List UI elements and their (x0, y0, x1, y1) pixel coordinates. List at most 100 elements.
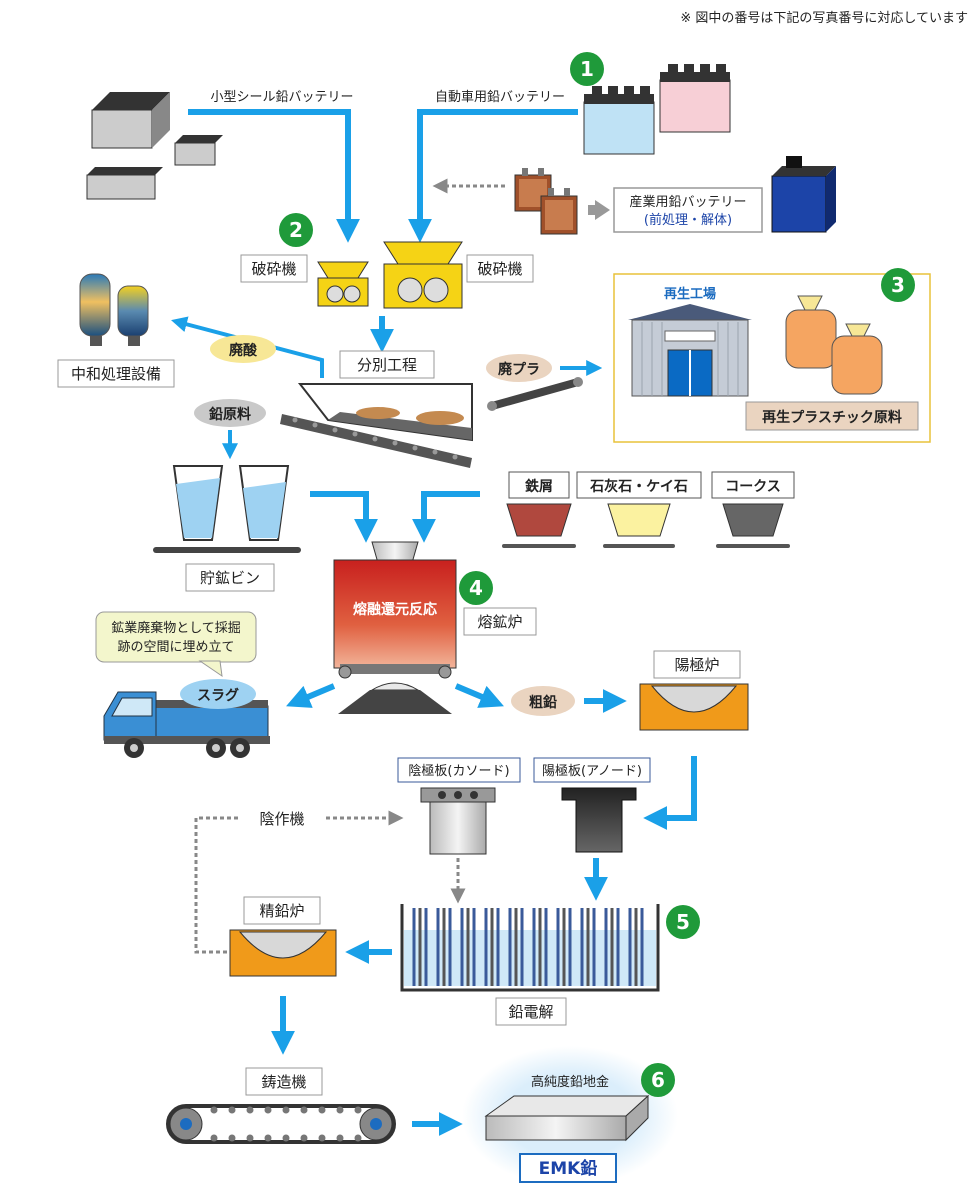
crusher-right-icon (383, 241, 463, 309)
factory-icon (628, 304, 752, 397)
smelter-box (463, 607, 537, 636)
smelt-reaction-label: 熔融還元反応 (353, 601, 437, 618)
crusher-left-label: 破砕機 (251, 260, 296, 278)
arrow-car-battery (408, 109, 578, 243)
svg-text:2: 2 (289, 218, 303, 242)
smelter-label: 熔鉱炉 (477, 613, 522, 631)
waste-acid-pill (210, 335, 276, 363)
car-battery-label: 自動車用鉛バッテリー (435, 90, 565, 105)
iron-hopper-icon (506, 503, 572, 537)
badge-1: 1 (570, 52, 604, 86)
coke-hopper-icon (722, 503, 784, 537)
limestone-hopper-icon (607, 503, 671, 537)
crude-lead-pill (511, 686, 575, 716)
battery-cells-icon (514, 168, 578, 235)
anode-furnace-icon (639, 683, 749, 731)
plastic-bags-icon (785, 295, 883, 395)
crusher-left-icon (317, 261, 369, 307)
landfill-bubble (95, 611, 257, 678)
coke-label: コークス (725, 479, 781, 495)
industrial-battery-sublabel: (前処理・解体) (644, 212, 732, 228)
waste-plastic-pill (486, 354, 552, 382)
svg-text:1: 1 (580, 57, 594, 81)
separation-tank-icon (280, 383, 473, 468)
badge-4: 4 (459, 571, 493, 605)
svg-text:6: 6 (651, 1068, 665, 1092)
badge-5: 5 (666, 905, 700, 939)
ore-bins-icon (153, 465, 301, 553)
casting-box (245, 1067, 323, 1096)
ingot-icon (484, 1094, 650, 1142)
refine-furnace-label: 精鉛炉 (259, 902, 304, 920)
crusher-left-box (240, 254, 308, 283)
refine-furnace-box (243, 896, 321, 925)
casting-conveyor-icon (166, 1104, 396, 1144)
arrow-to-anode (643, 756, 697, 830)
recycled-plastic-label: 再生プラスチック原料 (762, 409, 902, 426)
lead-raw-pill (194, 399, 266, 427)
lead-raw-label: 鉛原料 (209, 406, 251, 423)
industrial-battery-label: 産業用鉛バッテリー (629, 194, 746, 210)
recycled-plastic-box (745, 401, 919, 431)
arrow-small-battery (188, 109, 360, 243)
refine-furnace-icon (229, 929, 337, 977)
landfill-label-1: 鉱業廃棄物として採掘 (111, 620, 241, 636)
slag-label: スラグ (197, 687, 239, 704)
separation-label: 分別工程 (357, 356, 417, 374)
cathode-plate-icon (420, 787, 496, 855)
svg-text:4: 4 (469, 576, 483, 600)
anode-plate-icon (561, 787, 637, 853)
small-battery-icon (86, 92, 223, 200)
dotted-return-line (194, 816, 238, 954)
iron-box (508, 471, 570, 499)
waste-acid-label: 廃酸 (229, 342, 258, 359)
ore-bin-box (185, 563, 275, 592)
anode-furnace-label: 陽極炉 (674, 656, 719, 674)
arrow-crude-lead-out (454, 683, 504, 708)
arrow-waste-acid (171, 316, 324, 378)
svg-text:5: 5 (676, 910, 690, 934)
landfill-label-2: 跡の空間に埋め立て (117, 639, 234, 655)
recycle-plant-label: 再生工場 (664, 286, 716, 302)
badge-3: 3 (881, 268, 915, 302)
limestone-box (576, 471, 702, 499)
product-label: EMK鉛 (539, 1158, 598, 1179)
industrial-battery-box (613, 187, 763, 233)
small-battery-label: 小型シール鉛バッテリー (210, 90, 353, 105)
separation-box (339, 350, 435, 379)
smelter-icon (333, 541, 457, 714)
electrolysis-label: 鉛電解 (508, 1003, 553, 1021)
ingot-label: 高純度鉛地金 (531, 1074, 609, 1090)
badge-2: 2 (279, 213, 313, 247)
waste-plastic-label: 廃プラ (498, 361, 540, 378)
iron-label: 鉄屑 (525, 478, 553, 495)
anode-label: 陽極板(アノード) (542, 763, 642, 779)
dump-truck-icon (103, 691, 270, 758)
gray-arrow-icon (588, 200, 610, 220)
anode-furnace-box (653, 650, 741, 679)
anode-box (533, 757, 651, 783)
electrolysis-tank-icon (400, 904, 660, 992)
neutralize-box (57, 359, 175, 388)
cathode-machine-label: 陰作機 (259, 810, 304, 828)
svg-text:3: 3 (891, 273, 905, 297)
crusher-right-label: 破砕機 (477, 260, 522, 278)
ore-bin-label: 貯鉱ビン (200, 569, 260, 587)
plastic-conveyor-icon (487, 377, 583, 411)
cathode-box (397, 757, 521, 783)
neutralize-tanks-icon (79, 273, 149, 346)
coke-box (711, 471, 795, 499)
limestone-label: 石灰石・ケイ石 (589, 478, 688, 495)
product-box (519, 1153, 617, 1183)
crude-lead-label: 粗鉛 (529, 694, 557, 711)
crusher-right-box (466, 254, 534, 283)
cathode-label: 陰極板(カソード) (408, 763, 509, 779)
electrolysis-box (495, 997, 567, 1026)
neutralize-label: 中和処理設備 (71, 365, 161, 383)
slag-pill (180, 679, 256, 709)
car-battery-icon (583, 64, 731, 155)
arrow-slag (286, 683, 336, 708)
badge-6: 6 (641, 1063, 675, 1097)
arrow-ore-to-smelter (310, 491, 378, 543)
casting-label: 鋳造機 (261, 1073, 306, 1091)
